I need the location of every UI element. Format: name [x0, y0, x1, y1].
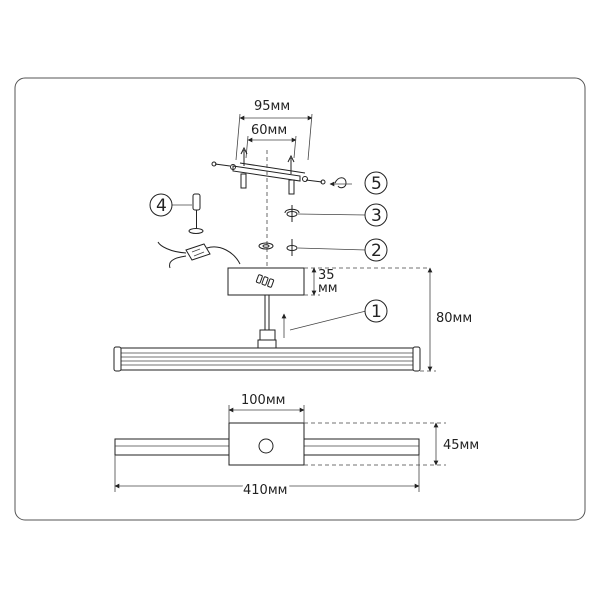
callout-circle-5: [364, 171, 388, 195]
callout-circle-2: [364, 238, 388, 262]
callout-circle-3: [364, 203, 388, 227]
dim-80mm: 80мм: [436, 311, 472, 326]
dim-100mm: 100мм: [241, 393, 285, 408]
dim-45mm: 45мм: [443, 438, 479, 453]
callout-3: 3: [371, 206, 382, 226]
callout-circle-1: [364, 299, 388, 323]
dim-35-unit: мм: [318, 281, 338, 296]
callout-2: 2: [371, 241, 382, 261]
washer: [258, 239, 298, 256]
terminal-connector: [157, 193, 241, 269]
mounting-bracket: [211, 113, 352, 195]
callout-5: 5: [371, 174, 382, 194]
ring-nut: [284, 205, 300, 222]
callout-1: 1: [371, 302, 382, 322]
callout-4: 4: [156, 196, 167, 216]
dim-410mm: 410мм: [243, 483, 287, 498]
lamp-top-view: [114, 422, 420, 466]
diagram-frame: [14, 77, 586, 521]
dim-95mm: 95мм: [254, 99, 290, 114]
dim-35: 35: [318, 268, 335, 283]
callout-circle-4: [149, 193, 173, 217]
lamp-bar-front: [113, 346, 421, 372]
dim-60mm: 60мм: [251, 123, 287, 138]
mounting-box: [227, 267, 305, 296]
